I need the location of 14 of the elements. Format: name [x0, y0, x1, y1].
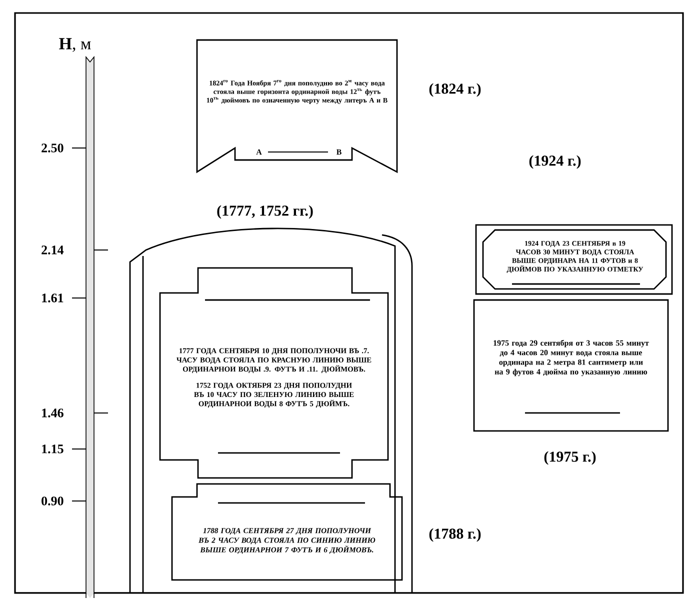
year-caption: (1924 г.) — [529, 155, 581, 169]
year-caption: (1975 г.) — [544, 451, 596, 465]
year-caption: (1788 г.) — [429, 528, 481, 542]
scale-value: 0.90 — [42, 496, 64, 506]
scale-value: 2.14 — [42, 246, 64, 254]
scale-value: 1.15 — [42, 444, 64, 454]
year-caption: (1777, 1752 гг.) — [217, 205, 313, 219]
year-caption: (1824 г.) — [429, 83, 481, 97]
monument-drawing — [129, 228, 413, 593]
scale-value: 2.50 — [42, 144, 64, 152]
plaque: 1975 года 29 сентября от 3 часов 55 минут до 4 часов 20 минут вода стояла выше ординара на 2 метра 81 сантиметр или на 9 футов 4 дюйма по указанную линию — [473, 299, 669, 432]
axis-label: H, м — [59, 38, 91, 52]
scale-value: 1.46 — [42, 408, 64, 418]
scale-value: 1.61 — [42, 294, 64, 302]
